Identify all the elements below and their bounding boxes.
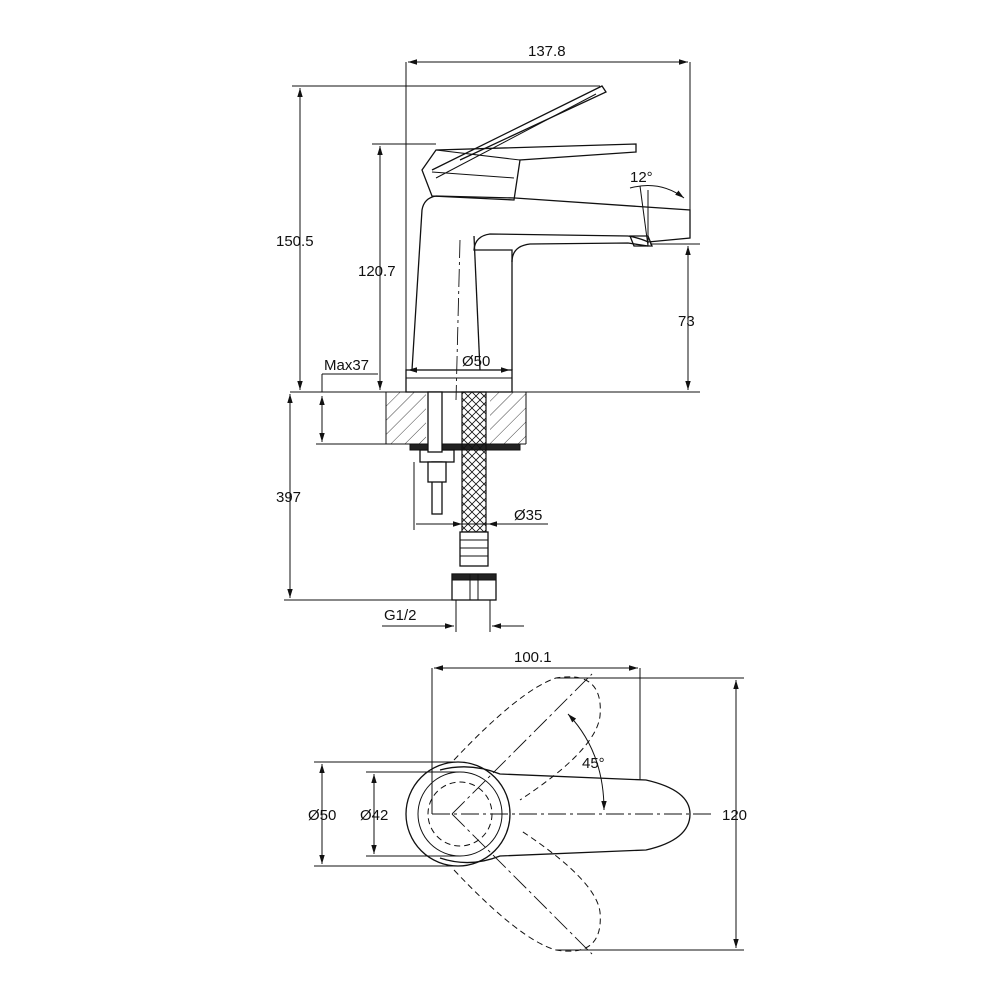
plan-handle-closed bbox=[439, 766, 691, 864]
dim-max-deck: Max37 bbox=[324, 357, 369, 374]
body-inner-line bbox=[473, 235, 481, 371]
plan-view: 45° 100.1 120 Ø50 Ø42 bbox=[308, 649, 747, 955]
dim-plan-inner: Ø42 bbox=[360, 807, 388, 824]
dim-overall-length: 137.8 bbox=[528, 43, 566, 60]
spout-underside bbox=[511, 242, 649, 263]
dim-plan-outer: Ø50 bbox=[308, 807, 336, 824]
dim-plan-length: 100.1 bbox=[514, 649, 552, 666]
handle-open bbox=[431, 85, 607, 171]
dim-hose-length: 397 bbox=[276, 489, 301, 506]
countertop-left bbox=[386, 392, 426, 444]
dim-body-height: 120.7 bbox=[358, 263, 396, 280]
base-ring bbox=[405, 369, 513, 393]
handle-axis-up bbox=[451, 673, 593, 815]
dim-thread: G1/2 bbox=[384, 607, 417, 624]
hose-crimp bbox=[459, 531, 489, 567]
dim-spout-height: 73 bbox=[678, 313, 695, 330]
faucet-body bbox=[411, 195, 691, 371]
handle-axis-down bbox=[451, 813, 593, 955]
body-centerline bbox=[455, 239, 461, 401]
dim-spout-angle: 12° bbox=[630, 169, 653, 186]
plan-handle-rotated-up bbox=[453, 676, 601, 801]
dim-overall-height: 150.5 bbox=[276, 233, 314, 250]
plan-base-inner bbox=[427, 781, 493, 847]
countertop-right bbox=[490, 392, 526, 444]
threaded-rod bbox=[427, 391, 443, 453]
handle-open-lower bbox=[435, 93, 597, 179]
dim-base-diameter: Ø50 bbox=[462, 353, 490, 370]
side-elevation: 137.8 150.5 120.7 73 12° Ø50 Max37 397 bbox=[276, 43, 700, 632]
braided-hose bbox=[461, 391, 487, 533]
spout-tip bbox=[629, 235, 653, 247]
plan-handle-rotated-down bbox=[453, 829, 601, 952]
dim-shank-diameter: Ø35 bbox=[514, 507, 542, 524]
handle-closed bbox=[421, 143, 637, 201]
dim-handle-angle: 45° bbox=[582, 755, 605, 772]
dim-plan-width: 120 bbox=[722, 807, 747, 824]
